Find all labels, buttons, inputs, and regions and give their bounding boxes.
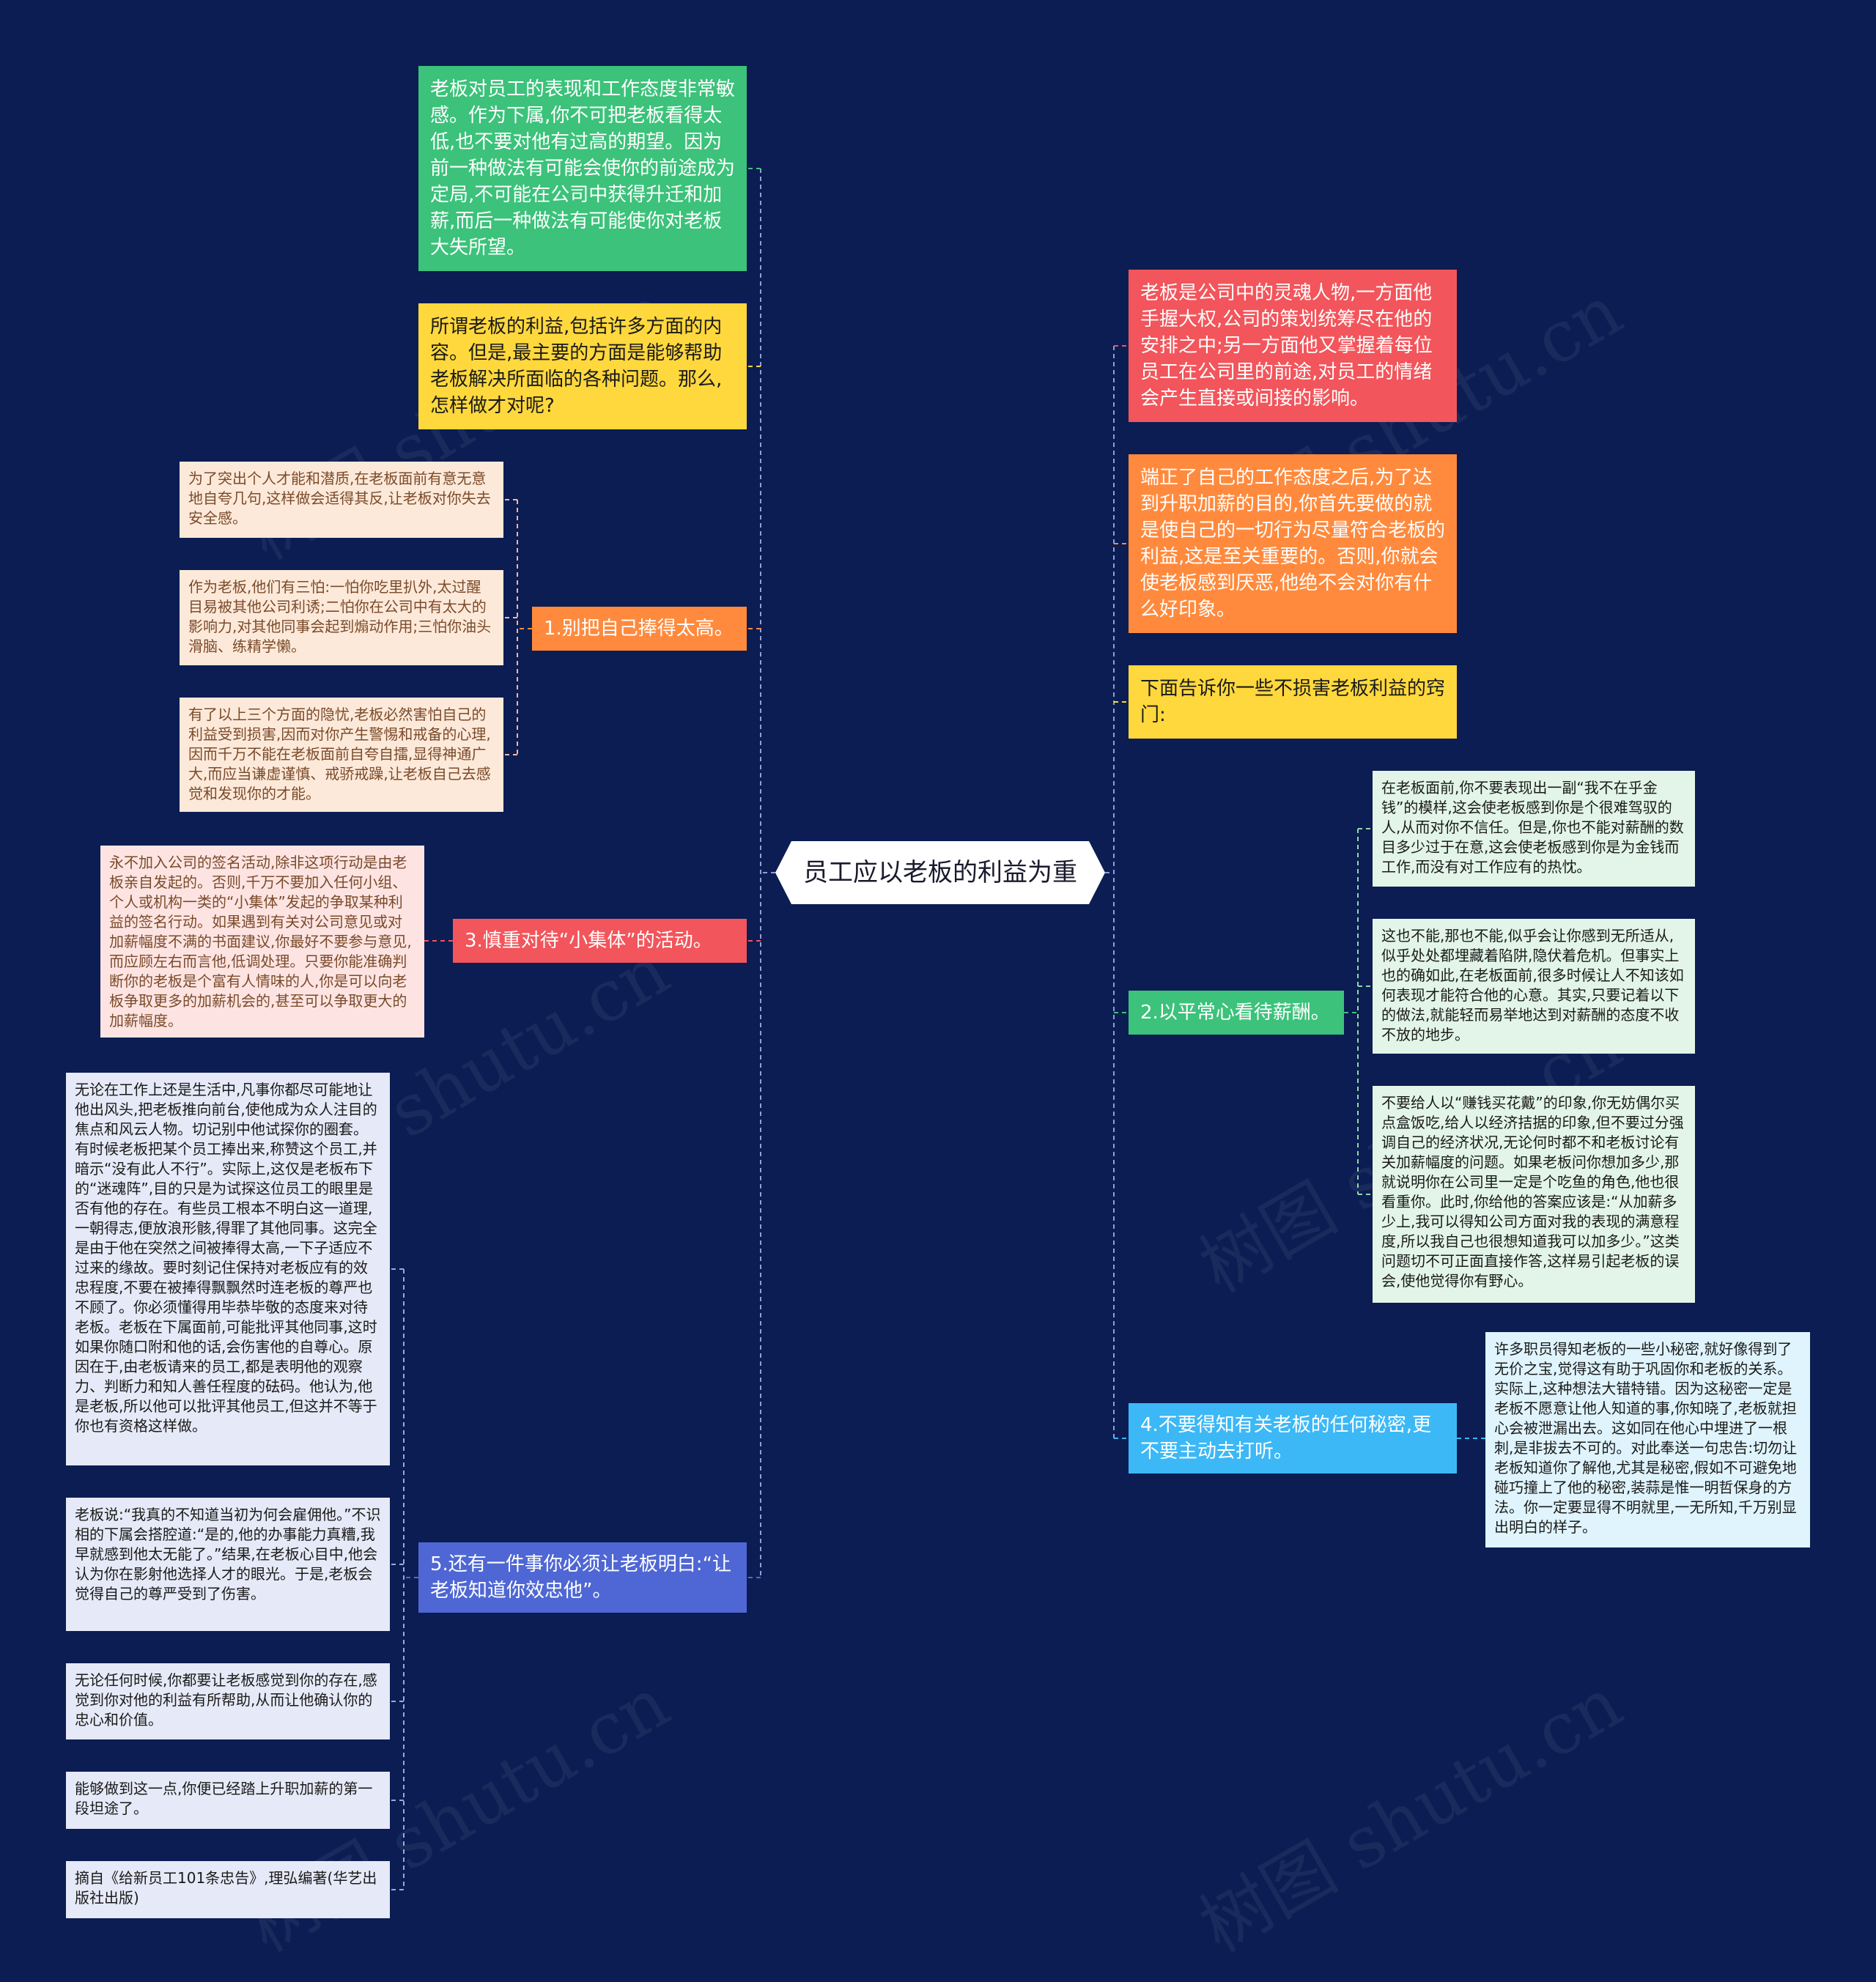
branch-5-detail-4[interactable]: 能够做到这一点,你便已经踏上升职加薪的第一段坦途了。 — [66, 1772, 390, 1829]
branch-2-detail-1[interactable]: 在老板面前,你不要表现出一副“我不在乎金钱”的模样,这会使老板感到你是个很难驾驭… — [1373, 771, 1695, 887]
branch-3-detail-1[interactable]: 永不加入公司的签名活动,除非这项行动是由老板亲自发起的。否则,千万不要加入任何小… — [100, 846, 424, 1038]
branch-4[interactable]: 4.不要得知有关老板的任何秘密,更不要主动去打听。 — [1129, 1403, 1457, 1473]
branch-1[interactable]: 1.别把自己捧得太高。 — [532, 607, 747, 651]
branch-4-detail-1[interactable]: 许多职员得知老板的一些小秘密,就好像得到了无价之宝,觉得这有助于巩固你和老板的关… — [1485, 1332, 1810, 1547]
right-intro-2[interactable]: 端正了自己的工作态度之后,为了达到升职加薪的目的,你首先要做的就是使自己的一切行… — [1129, 454, 1457, 633]
branch-5-detail-3[interactable]: 无论任何时候,你都要让老板感觉到你的存在,感觉到你对他的利益有所帮助,从而让他确… — [66, 1663, 390, 1739]
branch-3[interactable]: 3.慎重对待“小集体”的活动。 — [453, 919, 747, 963]
branch-2-detail-2[interactable]: 这也不能,那也不能,似乎会让你感到无所适从,似乎处处都埋藏着陷阱,隐伏着危机。但… — [1373, 919, 1695, 1054]
branch-5[interactable]: 5.还有一件事你必须让老板明白:“让老板知道你效忠他”。 — [418, 1542, 747, 1613]
branch-5-detail-5[interactable]: 摘自《给新员工101条忠告》,理弘编著(华艺出版社出版) — [66, 1861, 390, 1918]
right-intro-1[interactable]: 老板是公司中的灵魂人物,一方面他手握大权,公司的策划统筹尽在他的安排之中;另一方… — [1129, 270, 1457, 422]
branch-5-detail-2[interactable]: 老板说:“我真的不知道当初为何会雇佣他。”不识相的下属会搭腔道:“是的,他的办事… — [66, 1498, 390, 1631]
branch-1-detail-1[interactable]: 为了突出个人才能和潜质,在老板面前有意无意地自夸几句,这样做会适得其反,让老板对… — [180, 462, 503, 538]
branch-1-detail-2[interactable]: 作为老板,他们有三怕:一怕你吃里扒外,太过醒目易被其他公司利诱;二怕你在公司中有… — [180, 570, 503, 665]
branch-1-detail-3[interactable]: 有了以上三个方面的隐忧,老板必然害怕自己的利益受到损害,因而对你产生警惕和戒备的… — [180, 698, 503, 812]
branch-5-detail-1[interactable]: 无论在工作上还是生活中,凡事你都尽可能地让他出风头,把老板推向前台,使他成为众人… — [66, 1073, 390, 1465]
left-intro-1[interactable]: 老板对员工的表现和工作态度非常敏感。作为下属,你不可把老板看得太低,也不要对他有… — [418, 66, 747, 271]
left-intro-2[interactable]: 所谓老板的利益,包括许多方面的内容。但是,最主要的方面是能够帮助老板解决所面临的… — [418, 303, 747, 429]
root-topic[interactable]: 员工应以老板的利益为重 — [775, 841, 1105, 904]
branch-2-detail-3[interactable]: 不要给人以“赚钱买花戴”的印象,你无妨偶尔买点盒饭吃,给人以经济拮据的印象,但不… — [1373, 1086, 1695, 1303]
branch-2[interactable]: 2.以平常心看待薪酬。 — [1129, 991, 1344, 1035]
right-intro-3[interactable]: 下面告诉你一些不损害老板利益的窍门: — [1129, 665, 1457, 739]
